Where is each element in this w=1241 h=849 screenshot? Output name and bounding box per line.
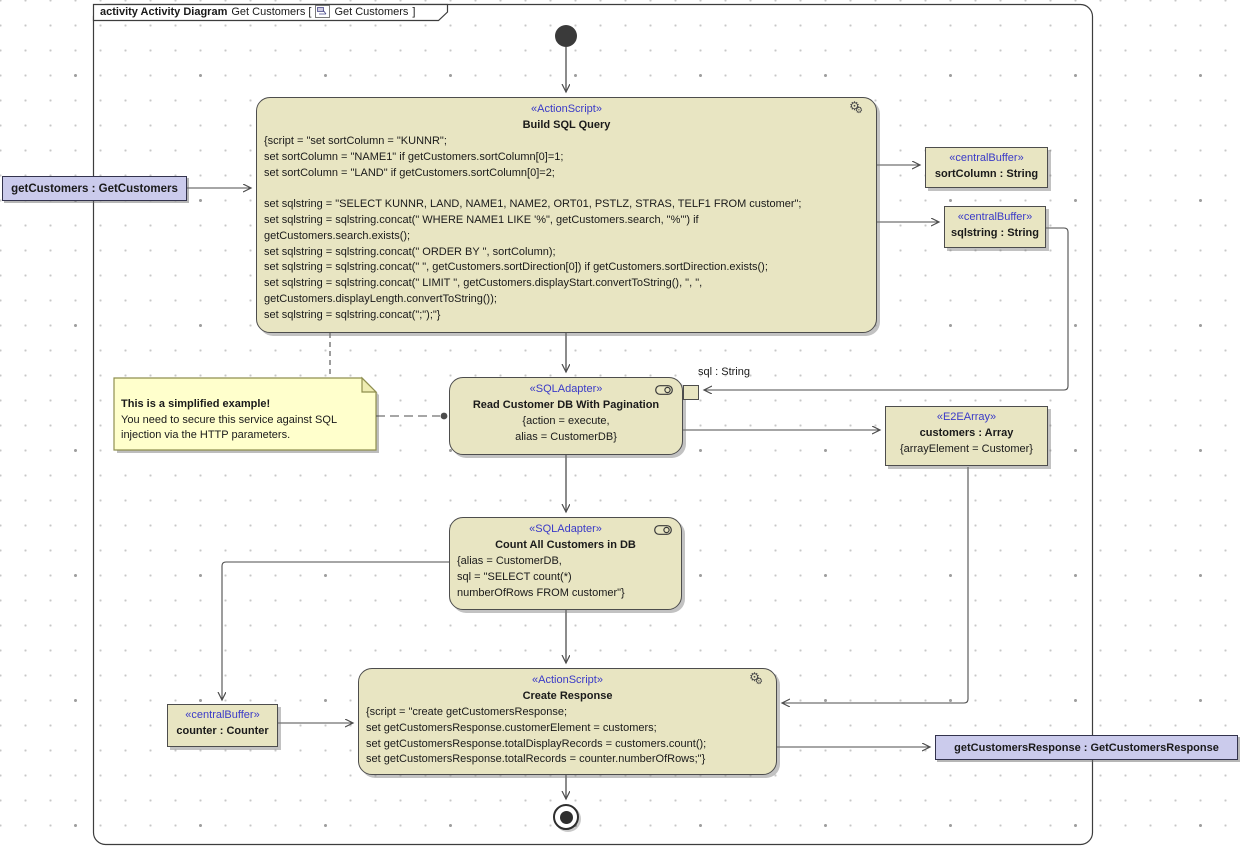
edge-customers-to-create — [782, 467, 969, 703]
gears-icon: ⚙⚙ — [849, 99, 863, 115]
buffer-customers-array[interactable]: «E2EArray» customers : Array {arrayEleme… — [885, 406, 1048, 466]
sql-input-pin[interactable] — [683, 385, 699, 400]
node-body: {arrayElement = Customer} — [900, 443, 1033, 455]
stereotype-label: «SQLAdapter» — [529, 383, 603, 395]
stereotype-label: «E2EArray» — [936, 411, 997, 423]
note-anchor-dot — [440, 412, 448, 420]
sql-adapter-icon — [654, 525, 672, 535]
stereotype-label: «centralBuffer» — [949, 152, 1024, 164]
stereotype-label: «centralBuffer» — [957, 211, 1033, 223]
note-fold-corner — [361, 376, 378, 393]
diagram-ref-icon — [315, 5, 331, 18]
object-getcustomers[interactable]: getCustomers : GetCustomers — [2, 176, 187, 201]
edge-sqlstring-to-sqlpin — [704, 227, 1069, 390]
frame-title-text: Get Customers [ — [231, 5, 312, 18]
note-body: You need to secure this service against … — [121, 414, 338, 441]
node-name: customers : Array — [919, 427, 1014, 439]
sql-adapter-icon — [655, 385, 673, 395]
buffer-sortcolumn[interactable]: «centralBuffer» sortColumn : String — [925, 147, 1048, 188]
node-body: {alias = CustomerDB, sql = "SELECT count… — [457, 555, 625, 599]
action-read-customer-db[interactable]: «SQLAdapter» Read Customer DB With Pagin… — [449, 377, 683, 455]
buffer-sqlstring[interactable]: «centralBuffer» sqlstring : String — [944, 206, 1046, 248]
buffer-counter[interactable]: «centralBuffer» counter : Counter — [167, 704, 278, 747]
sql-pin-label: sql : String — [698, 366, 750, 378]
frame-title-keyword: activity Activity Diagram — [100, 5, 228, 18]
action-count-customers[interactable]: «SQLAdapter» Count All Customers in DB {… — [449, 517, 682, 610]
frame-title-close: ] — [412, 5, 416, 18]
note-title: This is a simplified example! — [121, 398, 271, 410]
frame-title-tab — [92, 3, 449, 22]
node-name: sortColumn : String — [934, 168, 1039, 180]
node-name: Build SQL Query — [522, 119, 611, 131]
edge-count-to-counter — [222, 561, 449, 700]
note-shape[interactable] — [113, 377, 377, 451]
node-body: {script = "set sortColumn = "KUNNR"; set… — [264, 135, 802, 321]
object-getcustomersresponse[interactable]: getCustomersResponse : GetCustomersRespo… — [935, 735, 1238, 760]
node-name: sqlstring : String — [951, 227, 1039, 239]
node-name: Read Customer DB With Pagination — [472, 399, 660, 411]
activity-frame — [92, 3, 1094, 846]
stereotype-label: «ActionScript» — [531, 103, 602, 115]
node-name: Create Response — [522, 690, 613, 702]
stereotype-label: «centralBuffer» — [185, 709, 260, 721]
node-name: counter : Counter — [176, 725, 269, 737]
frame-title: activity Activity Diagram Get Customers … — [100, 4, 415, 19]
stereotype-label: «SQLAdapter» — [529, 523, 602, 535]
gears-icon: ⚙⚙ — [749, 670, 763, 686]
final-node-dot — [559, 810, 573, 824]
node-body: {script = "create getCustomersResponse; … — [366, 706, 707, 766]
node-name: Count All Customers in DB — [495, 539, 636, 551]
note[interactable]: This is a simplified example! You need t… — [121, 397, 371, 443]
frame-title-ref: Get Customers — [334, 5, 409, 18]
stereotype-label: «ActionScript» — [532, 674, 603, 686]
action-build-sql-query[interactable]: ⚙⚙ «ActionScript» Build SQL Query {scrip… — [256, 97, 877, 333]
node-body: {action = execute, alias = CustomerDB} — [515, 415, 617, 443]
initial-node[interactable] — [555, 25, 577, 47]
final-node[interactable] — [553, 804, 579, 830]
action-create-response[interactable]: ⚙⚙ «ActionScript» Create Response {scrip… — [358, 668, 777, 775]
